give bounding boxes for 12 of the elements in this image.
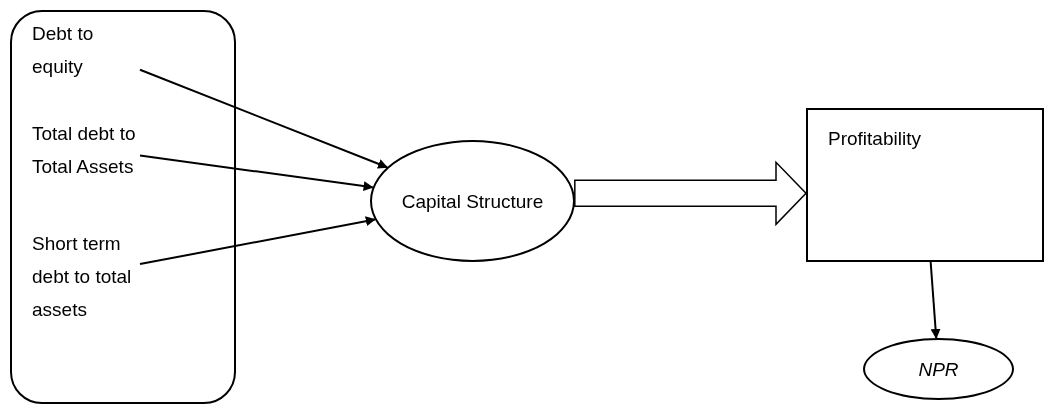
ellipse-node: Capital Structure [370,140,575,262]
block-arrow [574,160,808,227]
process-box: Profitability [806,108,1044,262]
text-label: Total debt to Total Assets [32,117,142,183]
arrow [139,154,374,192]
arrow [139,216,376,266]
arrow [139,68,389,169]
text-label: Debt to equity [32,17,142,83]
arrow [929,261,941,339]
ellipse-node: NPR [863,338,1014,400]
text-label: Short term debt to total assets [32,227,142,326]
rounded-box [10,10,236,404]
